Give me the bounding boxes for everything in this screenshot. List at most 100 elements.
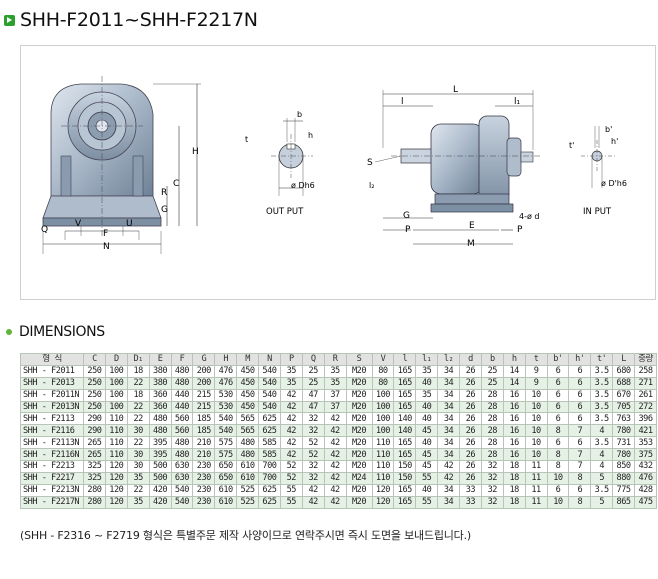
- table-cell: 42: [279, 424, 303, 438]
- table-cell: 250: [83, 376, 106, 390]
- side-label-bolt: 4-ø d: [519, 212, 540, 221]
- table-cell: 32: [301, 424, 325, 438]
- table-cell: 290: [83, 412, 106, 426]
- table-cell: 3.5: [590, 388, 614, 402]
- table-cell: 763: [612, 412, 635, 426]
- table-cell: 480: [236, 436, 259, 450]
- table-cell: 35: [323, 376, 347, 390]
- table-cell: 230: [192, 483, 216, 497]
- dim-label-F: F: [103, 229, 108, 239]
- table-cell: 650: [214, 460, 238, 473]
- table-cell: 14: [502, 364, 526, 378]
- output-label-t: t: [245, 135, 248, 144]
- table-cell: 480: [170, 436, 194, 450]
- table-cell: 10: [524, 412, 548, 426]
- table-cell: 610: [236, 471, 259, 485]
- column-header: t': [590, 353, 614, 366]
- table-cell: 110: [371, 448, 395, 462]
- table-cell: 120: [104, 460, 128, 473]
- table-cell: 610: [214, 483, 238, 497]
- page-title: SHH-F2011~SHH-F2217N: [20, 9, 258, 31]
- column-header: V: [371, 353, 395, 366]
- table-cell: 540: [258, 376, 281, 390]
- section-header: DIMENSIONS: [6, 324, 105, 340]
- table-cell: 30: [126, 448, 150, 462]
- table-cell: 6: [568, 376, 592, 390]
- table-cell: 45: [415, 424, 439, 438]
- table-cell: 610: [236, 460, 259, 473]
- input-label-t: t': [569, 141, 574, 150]
- table-cell: 26: [459, 460, 482, 473]
- table-cell: 476: [634, 471, 657, 485]
- table-cell: 396: [634, 412, 657, 426]
- table-cell: 55: [279, 495, 303, 509]
- model-cell: SHH - F2011N: [20, 388, 84, 402]
- table-cell: 575: [214, 436, 238, 450]
- table-cell: M20: [345, 448, 373, 462]
- column-header: Q: [301, 353, 325, 366]
- table-cell: 9: [524, 376, 548, 390]
- table-cell: 110: [104, 424, 128, 438]
- table-cell: 26: [459, 376, 482, 390]
- table-cell: 450: [236, 364, 259, 378]
- column-header: l: [393, 353, 417, 366]
- table-cell: 360: [148, 388, 172, 402]
- input-label-b: b': [605, 125, 612, 134]
- table-cell: 480: [170, 376, 194, 390]
- dim-label-N: N: [103, 242, 110, 252]
- table-cell: 10: [546, 471, 570, 485]
- table-cell: 30: [126, 424, 150, 438]
- table-cell: 26: [459, 471, 482, 485]
- dim-label-C: C: [173, 179, 179, 189]
- table-cell: 45: [415, 460, 439, 473]
- table-cell: 700: [258, 471, 281, 485]
- side-label-S: S: [367, 158, 373, 168]
- column-header: D₁: [126, 353, 150, 366]
- dim-label-V: V: [75, 219, 82, 229]
- table-cell: 11: [524, 495, 548, 509]
- table-cell: 265: [83, 436, 106, 450]
- table-cell: 700: [258, 460, 281, 473]
- table-cell: 33: [459, 495, 482, 509]
- table-cell: 32: [480, 483, 504, 497]
- table-cell: 450: [236, 400, 259, 414]
- table-cell: M20: [345, 424, 373, 438]
- table-cell: 428: [634, 483, 657, 497]
- footnote: (SHH - F2316 ~ F2719 형식은 특별주문 제작 사양이므로 연…: [20, 529, 471, 542]
- table-cell: 780: [612, 448, 635, 462]
- table-cell: 42: [323, 412, 347, 426]
- table-cell: 100: [371, 388, 395, 402]
- column-header: D: [104, 353, 128, 366]
- table-cell: 165: [393, 376, 417, 390]
- table-cell: 42: [323, 424, 347, 438]
- table-cell: 42: [279, 412, 303, 426]
- table-cell: 28: [480, 424, 504, 438]
- table-cell: 185: [192, 424, 216, 438]
- column-header: 형 식: [20, 353, 84, 366]
- table-cell: M20: [345, 460, 373, 473]
- table-cell: 16: [502, 388, 526, 402]
- table-cell: 42: [279, 448, 303, 462]
- table-cell: 380: [148, 376, 172, 390]
- table-cell: 210: [192, 436, 216, 450]
- table-cell: 28: [480, 448, 504, 462]
- table-cell: 35: [279, 364, 303, 378]
- table-cell: 34: [437, 412, 460, 426]
- table-cell: 33: [459, 483, 482, 497]
- table-cell: 625: [258, 412, 281, 426]
- table-cell: 10: [524, 436, 548, 450]
- table-cell: 865: [612, 495, 635, 509]
- table-cell: 3.5: [590, 376, 614, 390]
- table-cell: 120: [371, 483, 395, 497]
- table-cell: 14: [502, 376, 526, 390]
- table-cell: 55: [415, 471, 439, 485]
- table-cell: 28: [480, 388, 504, 402]
- table-cell: 625: [258, 424, 281, 438]
- table-cell: 3.5: [590, 412, 614, 426]
- table-cell: 480: [236, 448, 259, 462]
- table-cell: M24: [345, 471, 373, 485]
- table-cell: 32: [301, 460, 325, 473]
